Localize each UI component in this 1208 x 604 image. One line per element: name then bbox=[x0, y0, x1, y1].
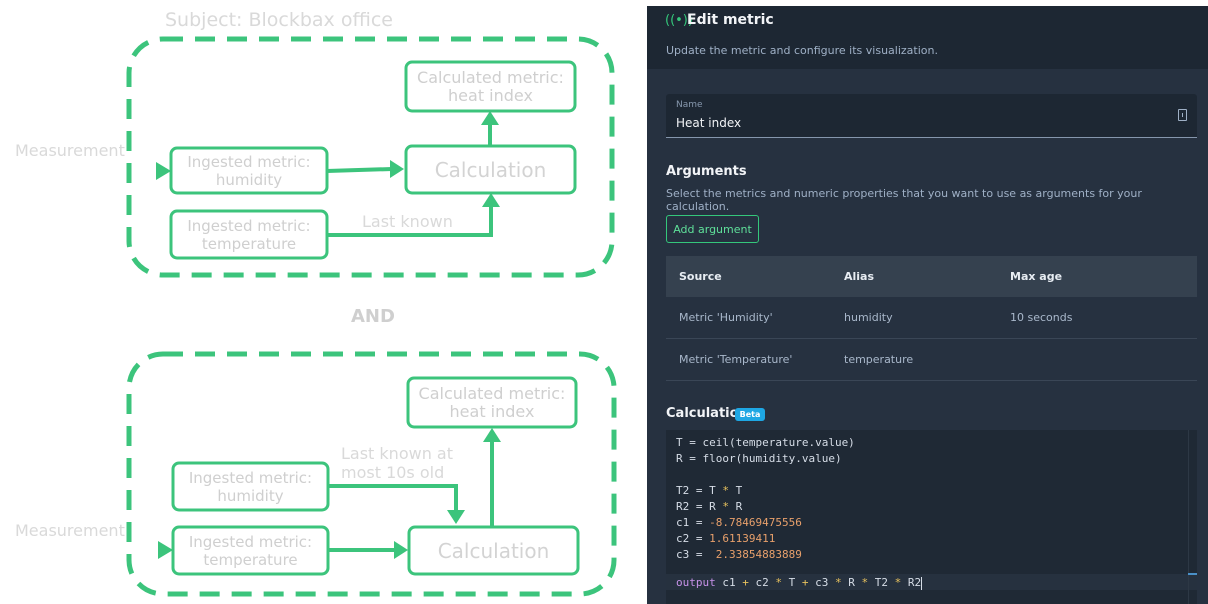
flow-diagram: Subject: Blockbax office AND Measurement… bbox=[8, 9, 617, 597]
calculated-text-bottom: Calculated metric: heat index bbox=[418, 383, 566, 421]
row-max-age: 10 seconds bbox=[1010, 311, 1073, 324]
measurement-label-top: Measurement bbox=[15, 141, 125, 160]
table-row[interactable]: Metric 'Temperature' temperature bbox=[666, 339, 1197, 381]
code-line: R2 = R * R bbox=[676, 500, 743, 513]
name-field-label: Name bbox=[676, 100, 703, 110]
add-argument-button[interactable]: Add argument bbox=[666, 215, 759, 243]
code-line: c3 = 2.33854883889 bbox=[676, 548, 802, 561]
code-line: T2 = T * T bbox=[676, 484, 743, 497]
text-cursor bbox=[921, 576, 923, 590]
calculation-editor[interactable]: T = ceil(temperature.value) R = floor(hu… bbox=[666, 430, 1197, 604]
column-source: Source bbox=[679, 270, 722, 283]
arguments-description: Select the metrics and numeric propertie… bbox=[666, 187, 1142, 213]
calculation-text-bottom: Calculation bbox=[437, 538, 550, 563]
subject-container-top bbox=[126, 36, 615, 278]
last-known-label-top: Last known bbox=[362, 212, 453, 231]
row-alias: humidity bbox=[844, 311, 893, 324]
broadcast-icon: ((•)) bbox=[665, 13, 693, 28]
calculation-text-top: Calculation bbox=[434, 157, 547, 182]
diagram-graphics bbox=[8, 36, 617, 597]
arrow-measurement-top bbox=[8, 162, 171, 180]
ingested-humidity-text-top: Ingested metric: humidity bbox=[187, 152, 311, 189]
table-row[interactable]: Metric 'Humidity' humidity 10 seconds bbox=[666, 297, 1197, 339]
arrow-temperature-to-calc-bottom bbox=[328, 541, 408, 559]
arrow-measurement-bottom bbox=[8, 541, 173, 559]
arguments-table: Source Alias Max age Metric 'Humidity' h… bbox=[666, 256, 1197, 381]
beta-badge: Beta bbox=[735, 408, 765, 421]
arguments-title: Arguments bbox=[666, 164, 747, 179]
panel-header: ((•)) Edit metric Update the metric and … bbox=[647, 6, 1208, 69]
box-calculated-top bbox=[404, 60, 577, 113]
document-icon[interactable] bbox=[1178, 109, 1187, 121]
arrow-humidity-to-calc-top bbox=[326, 160, 404, 178]
calculated-text-top: Calculated metric: heat index bbox=[417, 67, 564, 105]
arrow-temperature-to-calc-top bbox=[327, 193, 500, 237]
arrow-calc-to-calculated-top bbox=[481, 111, 499, 146]
calculation-title: Calculation bbox=[666, 406, 748, 421]
column-max-age: Max age bbox=[1010, 270, 1063, 283]
row-source: Metric 'Humidity' bbox=[679, 311, 773, 324]
row-alias: temperature bbox=[844, 353, 914, 366]
table-header: Source Alias Max age bbox=[666, 256, 1197, 297]
current-line-highlight bbox=[666, 574, 1197, 590]
measurement-label-bottom: Measurement bbox=[15, 521, 125, 540]
box-calculated-bottom bbox=[406, 376, 578, 429]
edit-metric-panel: ((•)) Edit metric Update the metric and … bbox=[647, 6, 1208, 604]
panel-subtitle: Update the metric and configure its visu… bbox=[666, 44, 938, 57]
arrow-humidity-to-calc-bottom bbox=[328, 484, 465, 524]
name-field[interactable]: Name Heat index bbox=[666, 94, 1197, 138]
ingested-temperature-text-top: Ingested metric: temperature bbox=[187, 216, 311, 253]
ingested-temperature-text-bottom: Ingested metric: temperature bbox=[188, 532, 313, 569]
last-known-label-bottom: Last known at most 10s old bbox=[341, 444, 453, 482]
code-line: output c1 + c2 * T + c3 * R * T2 * R2 bbox=[676, 576, 923, 590]
and-label: AND bbox=[351, 306, 395, 327]
row-source: Metric 'Temperature' bbox=[679, 353, 793, 366]
code-line: T = ceil(temperature.value) bbox=[676, 436, 855, 449]
editor-scrollbar[interactable] bbox=[1188, 430, 1197, 604]
subject-title: Subject: Blockbax office bbox=[165, 9, 393, 31]
column-alias: Alias bbox=[844, 270, 875, 283]
name-field-value[interactable]: Heat index bbox=[676, 116, 742, 130]
code-line: R = floor(humidity.value) bbox=[676, 452, 842, 465]
ingested-humidity-text-bottom: Ingested metric: humidity bbox=[188, 468, 313, 505]
arrow-calc-to-calculated-bottom bbox=[483, 428, 501, 527]
code-line: c1 = -8.78469475556 bbox=[676, 516, 802, 529]
subject-container-bottom bbox=[126, 351, 617, 597]
code-line: c2 = 1.61139411 bbox=[676, 532, 776, 545]
panel-title: Edit metric bbox=[687, 12, 774, 28]
scrollbar-thumb[interactable] bbox=[1188, 573, 1197, 575]
